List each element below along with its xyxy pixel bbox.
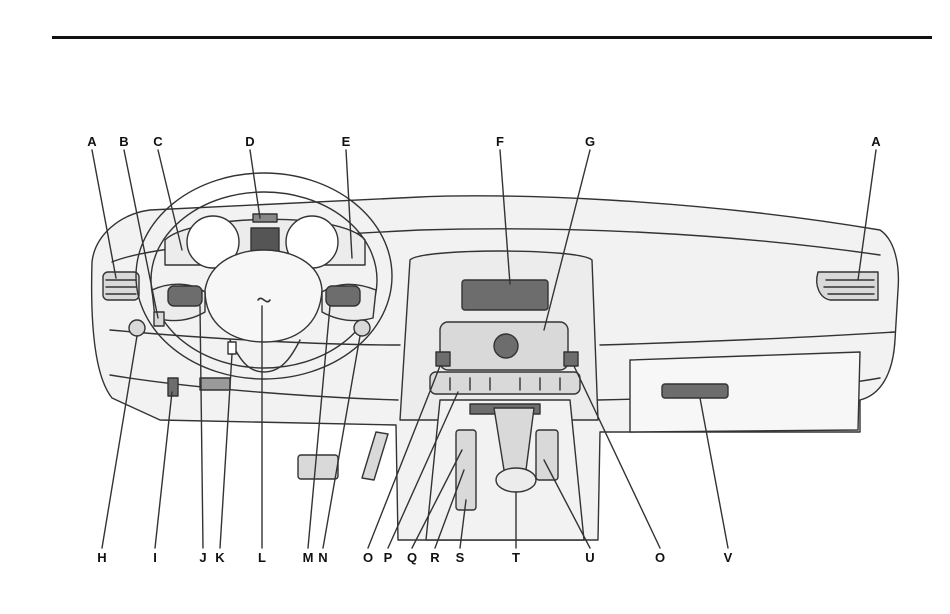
- shift-boot: [496, 468, 536, 492]
- console-left-buttons: [456, 430, 476, 510]
- callout-h: H: [97, 550, 106, 565]
- glove-box-handle: [662, 384, 728, 398]
- steering-column-lever: [154, 312, 164, 326]
- callout-g: G: [585, 134, 595, 149]
- callout-a-left: A: [87, 134, 97, 149]
- callout-b: B: [119, 134, 128, 149]
- accelerator-pedal: [362, 432, 388, 480]
- brake-pedal: [298, 455, 338, 479]
- knee-panel-slot: [200, 378, 230, 390]
- callout-s: S: [456, 550, 465, 565]
- callout-q: Q: [407, 550, 417, 565]
- steering-wheel-hub: [205, 250, 322, 342]
- console-right-buttons: [536, 430, 558, 480]
- headlamp-knob: [129, 320, 145, 336]
- callout-t: T: [512, 550, 520, 565]
- left-hazard-switch: [436, 352, 450, 366]
- callout-f: F: [496, 134, 504, 149]
- hood-release: [168, 378, 178, 396]
- radio-knob: [494, 334, 518, 358]
- callout-e: E: [342, 134, 351, 149]
- cluster-indicator: [253, 214, 277, 222]
- left-vent: [103, 272, 139, 300]
- right-wheel-controls: [326, 286, 360, 306]
- callout-a-right: A: [871, 134, 881, 149]
- callout-j: J: [199, 550, 206, 565]
- callout-m: M: [303, 550, 314, 565]
- callout-v: V: [724, 550, 733, 565]
- left-wheel-controls: [168, 286, 202, 306]
- bottom-callouts: H I J K L M N O P Q R S T U O V: [97, 550, 732, 565]
- callout-o-left: O: [363, 550, 373, 565]
- callout-p: P: [384, 550, 393, 565]
- callout-r: R: [430, 550, 440, 565]
- callout-o-right: O: [655, 550, 665, 565]
- tilt-lever: [228, 342, 236, 354]
- start-button: [354, 320, 370, 336]
- right-hazard-switch: [564, 352, 578, 366]
- callout-l: L: [258, 550, 266, 565]
- callout-n: N: [318, 550, 327, 565]
- center-display: [462, 280, 548, 310]
- callout-k: K: [215, 550, 225, 565]
- top-callouts: A B C D E F G A: [87, 134, 881, 149]
- callout-c: C: [153, 134, 163, 149]
- callout-d: D: [245, 134, 254, 149]
- right-vent: [817, 272, 878, 300]
- climate-panel: [430, 372, 580, 394]
- callout-i: I: [153, 550, 157, 565]
- callout-u: U: [585, 550, 594, 565]
